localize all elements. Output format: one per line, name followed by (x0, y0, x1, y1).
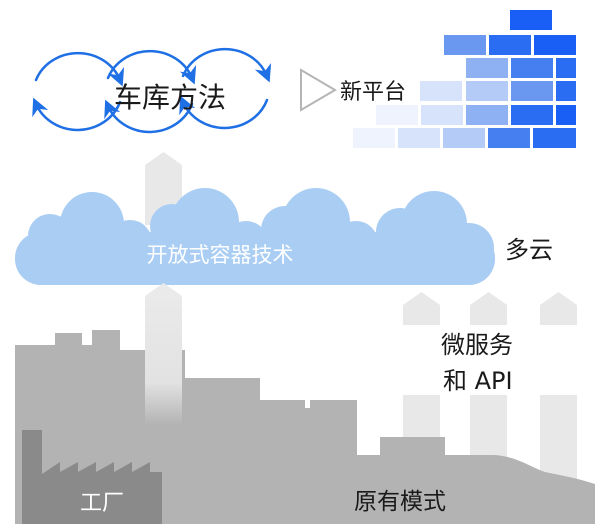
brick (444, 35, 486, 55)
brick (510, 10, 552, 30)
cloud-puff (171, 188, 239, 256)
cloud-puff (224, 221, 268, 265)
garage-method-label: 车库方法 (114, 81, 226, 114)
api-label: 和 API (443, 367, 513, 395)
brick (488, 128, 530, 148)
upward-arrow (145, 283, 182, 425)
upward-arrow-head (470, 292, 507, 325)
cycle-arrows-icon (32, 47, 272, 134)
brick (398, 128, 440, 148)
brick (466, 58, 508, 78)
brick (556, 81, 576, 101)
container-tech-label: 开放式容器技术 (147, 243, 294, 267)
factory-label: 工厂 (80, 491, 124, 516)
cloud-icon (15, 188, 495, 285)
brick (443, 128, 485, 148)
play-arrow-icon (300, 68, 337, 112)
legacy-model-label: 原有模式 (354, 489, 446, 515)
factory-icon (22, 430, 162, 524)
brick (534, 35, 576, 55)
brick (511, 105, 553, 125)
brick (556, 105, 576, 125)
cloud-puff (282, 188, 350, 256)
brick (511, 81, 553, 101)
brick (376, 105, 418, 125)
brick (420, 81, 462, 101)
brick (353, 128, 395, 148)
brick (533, 128, 576, 148)
upward-arrow-head (403, 292, 440, 325)
multi-cloud-label: 多云 (505, 236, 553, 264)
brick (511, 58, 553, 78)
cycle-arc (181, 47, 272, 83)
cloud-puff (444, 223, 494, 273)
brick (489, 35, 531, 55)
upward-arrow-head (540, 292, 577, 325)
cycle-arc (34, 51, 125, 87)
brick (466, 81, 508, 101)
brick-wall-icon (353, 10, 576, 148)
cloud-puff (334, 221, 378, 265)
cycle-arc (104, 99, 194, 134)
new-platform-label: 新平台 (340, 80, 406, 105)
brick (466, 105, 508, 125)
cycle-arc (106, 49, 197, 85)
cycle-arc (179, 95, 269, 130)
brick (421, 105, 463, 125)
cloud-puff (60, 192, 124, 256)
microservices-label: 微服务 (441, 331, 513, 359)
cloud-puff (108, 220, 152, 264)
brick (556, 58, 576, 78)
upward-arrow-shaft (540, 395, 577, 485)
